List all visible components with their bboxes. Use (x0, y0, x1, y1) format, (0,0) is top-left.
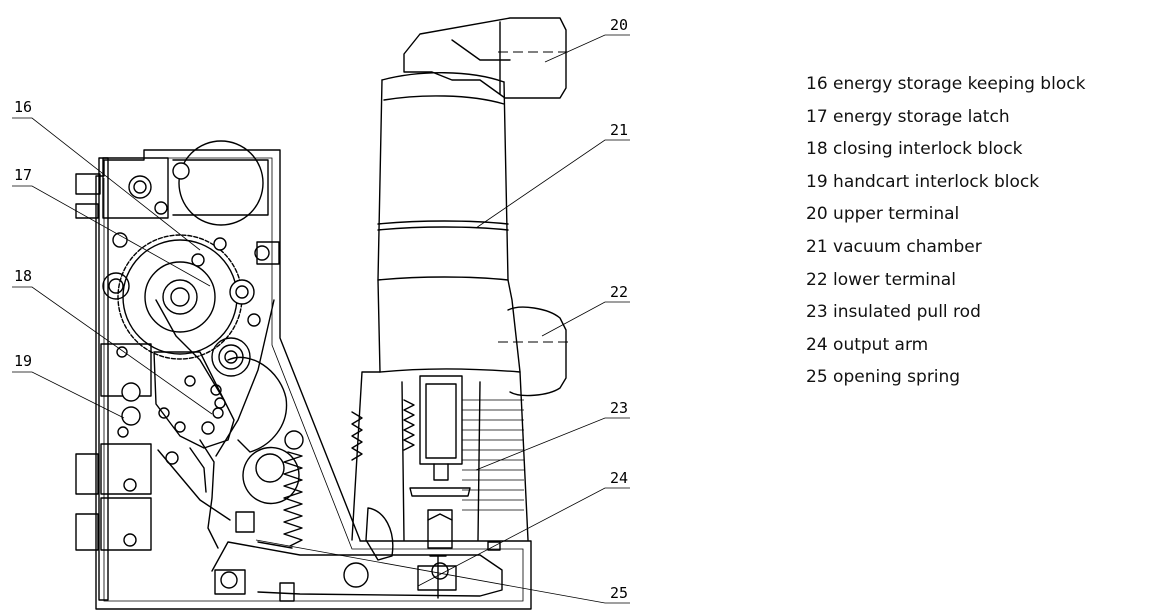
storage-gear (102, 162, 280, 377)
legend-item: 25 opening spring (806, 361, 1085, 394)
legend-text: closing interlock block (833, 139, 1023, 160)
legend-number: 20 (806, 204, 828, 225)
interlock-links (100, 299, 275, 551)
legend-text: energy storage latch (833, 106, 1010, 127)
callout-16: 16 (14, 98, 32, 116)
output-lever (211, 356, 503, 602)
callout-21: 21 (610, 121, 628, 139)
legend-text: vacuum chamber (833, 236, 982, 257)
legend-item: 18 closing interlock block (806, 133, 1085, 166)
callout-18: 18 (14, 267, 32, 285)
callout-23: 23 (610, 399, 628, 417)
legend-number: 18 (806, 139, 828, 160)
legend-text: handcart interlock block (833, 171, 1040, 192)
legend-item: 24 output arm (806, 329, 1085, 362)
legend-item: 20 upper terminal (806, 198, 1085, 231)
legend-text: opening spring (833, 367, 961, 388)
callout-25: 25 (610, 584, 628, 602)
parts-legend: 16 energy storage keeping block 17 energ… (806, 68, 1085, 394)
legend-number: 21 (806, 236, 828, 257)
callout-labels: 16 17 18 19 20 21 22 23 24 25 (14, 16, 628, 602)
legend-number: 22 (806, 269, 828, 290)
legend-item: 17 energy storage latch (806, 101, 1085, 134)
legend-number: 17 (806, 106, 828, 127)
callout-20: 20 (610, 16, 628, 34)
legend-number: 24 (806, 334, 828, 355)
callout-17: 17 (14, 166, 32, 184)
legend-number: 23 (806, 302, 828, 323)
legend-item: 22 lower terminal (806, 264, 1085, 297)
leader-lines (12, 34, 630, 604)
legend-number: 25 (806, 367, 828, 388)
legend-text: energy storage keeping block (833, 74, 1086, 94)
pole-column (351, 17, 567, 599)
legend-number: 19 (806, 171, 828, 192)
legend-text: lower terminal (833, 269, 956, 290)
legend-text: upper terminal (833, 204, 960, 225)
callout-24: 24 (610, 469, 628, 487)
mechanism-housing (75, 149, 532, 610)
legend-item: 21 vacuum chamber (806, 231, 1085, 264)
legend-item: 23 insulated pull rod (806, 296, 1085, 329)
legend-number: 16 (806, 74, 828, 94)
legend-item: 16 energy storage keeping block (806, 68, 1085, 101)
legend-text: insulated pull rod (833, 302, 981, 323)
callout-22: 22 (610, 283, 628, 301)
legend-item: 19 handcart interlock block (806, 166, 1085, 199)
motor (102, 140, 269, 226)
legend-text: output arm (833, 334, 929, 355)
callout-19: 19 (14, 352, 32, 370)
